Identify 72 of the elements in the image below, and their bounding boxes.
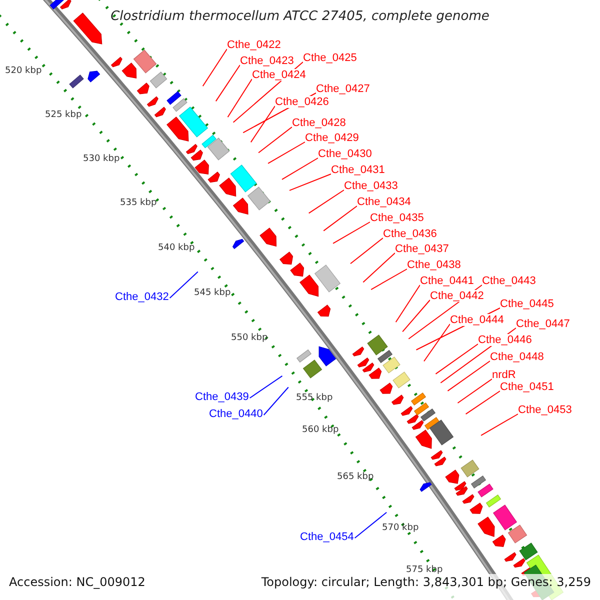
scale-label: 570 kbp	[382, 523, 416, 534]
gene-label: Cthe_0431	[331, 164, 385, 176]
gene-label: Cthe_0429	[305, 132, 359, 144]
leader-line	[289, 174, 332, 191]
leader-line	[227, 78, 252, 118]
gene-label: Cthe_0428	[292, 117, 346, 129]
leader-line	[465, 390, 500, 415]
leader-line	[250, 106, 276, 143]
gene-label: Cthe_0432	[115, 291, 169, 303]
footer-text: Accession: NC_009012	[9, 575, 146, 589]
leader-line	[169, 271, 198, 298]
gene-label: Cthe_0445	[500, 298, 554, 310]
leader-line	[424, 324, 450, 362]
gene-label: Cthe_0439	[195, 391, 249, 403]
leader-line	[480, 414, 518, 436]
leader-line	[447, 360, 490, 392]
leader-line	[332, 222, 370, 244]
title: Clostridium thermocellum ATCC 27405, complete genome	[110, 9, 490, 24]
gene-label: Cthe_0454	[300, 531, 354, 543]
leader-line	[215, 64, 240, 102]
gene-label: Cthe_0446	[478, 334, 532, 346]
gene-label: Cthe_0424	[252, 69, 306, 81]
gene-label: Cthe_0433	[344, 180, 398, 192]
gene-label: Cthe_0436	[383, 228, 437, 240]
gene-label: Cthe_0440	[209, 408, 263, 420]
leader-line	[350, 238, 384, 264]
leader-line	[395, 284, 420, 323]
leader-line	[249, 375, 283, 398]
leader-line	[435, 344, 478, 374]
footer-text: Topology: circular; Length: 3,843,301 bp; Genes: 3,259	[261, 575, 591, 589]
gene-label: Cthe_0437	[395, 243, 449, 255]
scale-label: 535 kbp	[120, 198, 154, 209]
gene-label: Cthe_0448	[490, 351, 544, 363]
scale-label: 555 kbp	[296, 393, 330, 404]
gene-label: Cthe_0453	[518, 404, 572, 416]
leader-line	[268, 142, 306, 164]
gene-label: Cthe_0423	[240, 55, 294, 67]
leader-line	[354, 512, 388, 538]
gene-label: Cthe_0430	[318, 148, 372, 160]
scale-label: 530 kbp	[83, 154, 117, 165]
leader-line	[370, 268, 408, 290]
leader-line	[457, 378, 492, 404]
gene-label: Cthe_0426	[275, 96, 329, 108]
scale-label: 525 kbp	[45, 110, 79, 121]
gene-label: Cthe_0443	[482, 275, 536, 287]
gene-label: Cthe_0444	[450, 314, 504, 326]
gene-label: Cthe_0451	[500, 381, 554, 393]
leader-line	[402, 300, 430, 332]
scale-label: 545 kbp	[194, 288, 228, 299]
scale-label: 520 kbp	[5, 66, 39, 77]
scale-label: 575 kbp	[406, 565, 440, 576]
gene-label: nrdR	[492, 369, 516, 381]
leader-line	[258, 126, 292, 154]
leader-line	[323, 206, 358, 232]
gene-label: Cthe_0434	[357, 196, 411, 208]
gene-label: Cthe_0447	[516, 318, 570, 330]
scale-label: 550 kbp	[231, 333, 265, 344]
leader-line	[202, 48, 228, 87]
gene-label: Cthe_0438	[407, 259, 461, 271]
scale-label: 540 kbp	[158, 243, 192, 254]
gene-label: Cthe_0427	[316, 83, 370, 95]
gene-label: Cthe_0442	[430, 290, 484, 302]
leader-line	[308, 190, 344, 214]
gene-label: Cthe_0441	[420, 275, 474, 287]
leader-line	[362, 252, 396, 283]
scale-label: 560 kbp	[302, 425, 336, 436]
gene-label: Cthe_0425	[303, 52, 357, 64]
scale-label: 565 kbp	[337, 472, 371, 483]
gene-label: Cthe_0435	[370, 212, 424, 224]
leader-line	[282, 158, 318, 180]
gene-label: Cthe_0422	[227, 39, 281, 51]
leader-line	[263, 386, 289, 416]
